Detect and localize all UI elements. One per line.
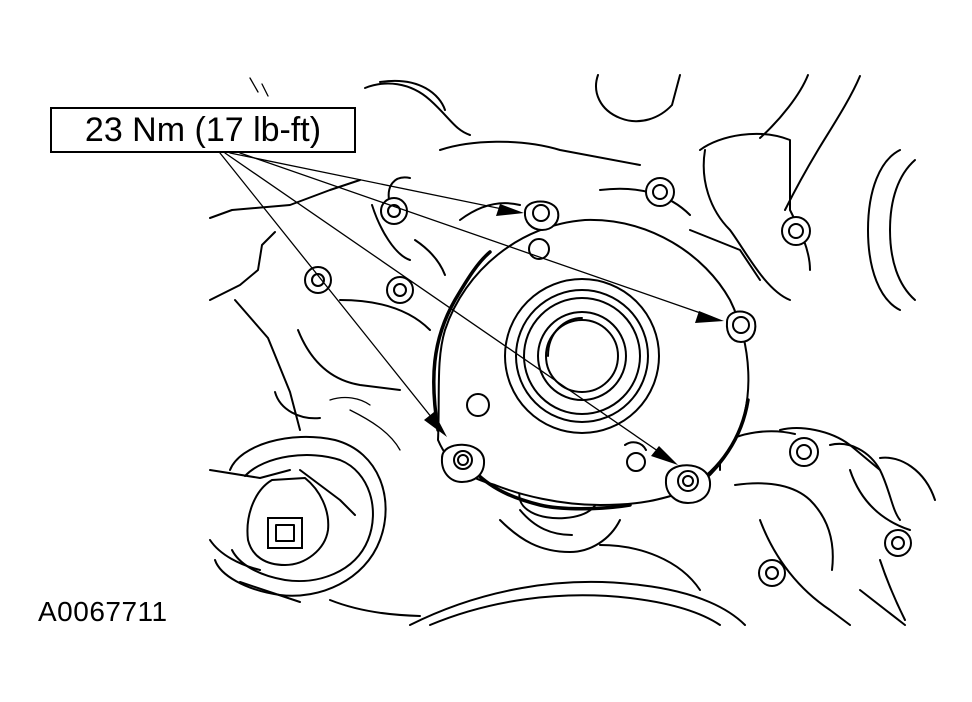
crankshaft-pulley-icon [214, 435, 387, 603]
torque-callout: 23 Nm (17 lb-ft) [50, 107, 356, 153]
bolt-icon [645, 177, 675, 207]
background-bolts [304, 177, 912, 587]
leader-lines [219, 152, 713, 459]
figure-id: A0067711 [38, 596, 168, 627]
bolt-icon [523, 200, 560, 232]
engine-background [209, 74, 936, 626]
bolt-icon [380, 197, 408, 225]
arrowheads [424, 204, 724, 465]
bolt-icon [386, 276, 414, 304]
torqued-bolts [440, 200, 757, 505]
bolt-icon [758, 559, 786, 587]
bolt-icon [304, 266, 332, 294]
bolt-icon [884, 529, 912, 557]
bolt-icon [725, 310, 757, 344]
bolt-icon [789, 437, 819, 467]
bolt-icon [781, 216, 811, 246]
bolt-icon [664, 464, 712, 505]
bolt-icon [440, 443, 486, 484]
